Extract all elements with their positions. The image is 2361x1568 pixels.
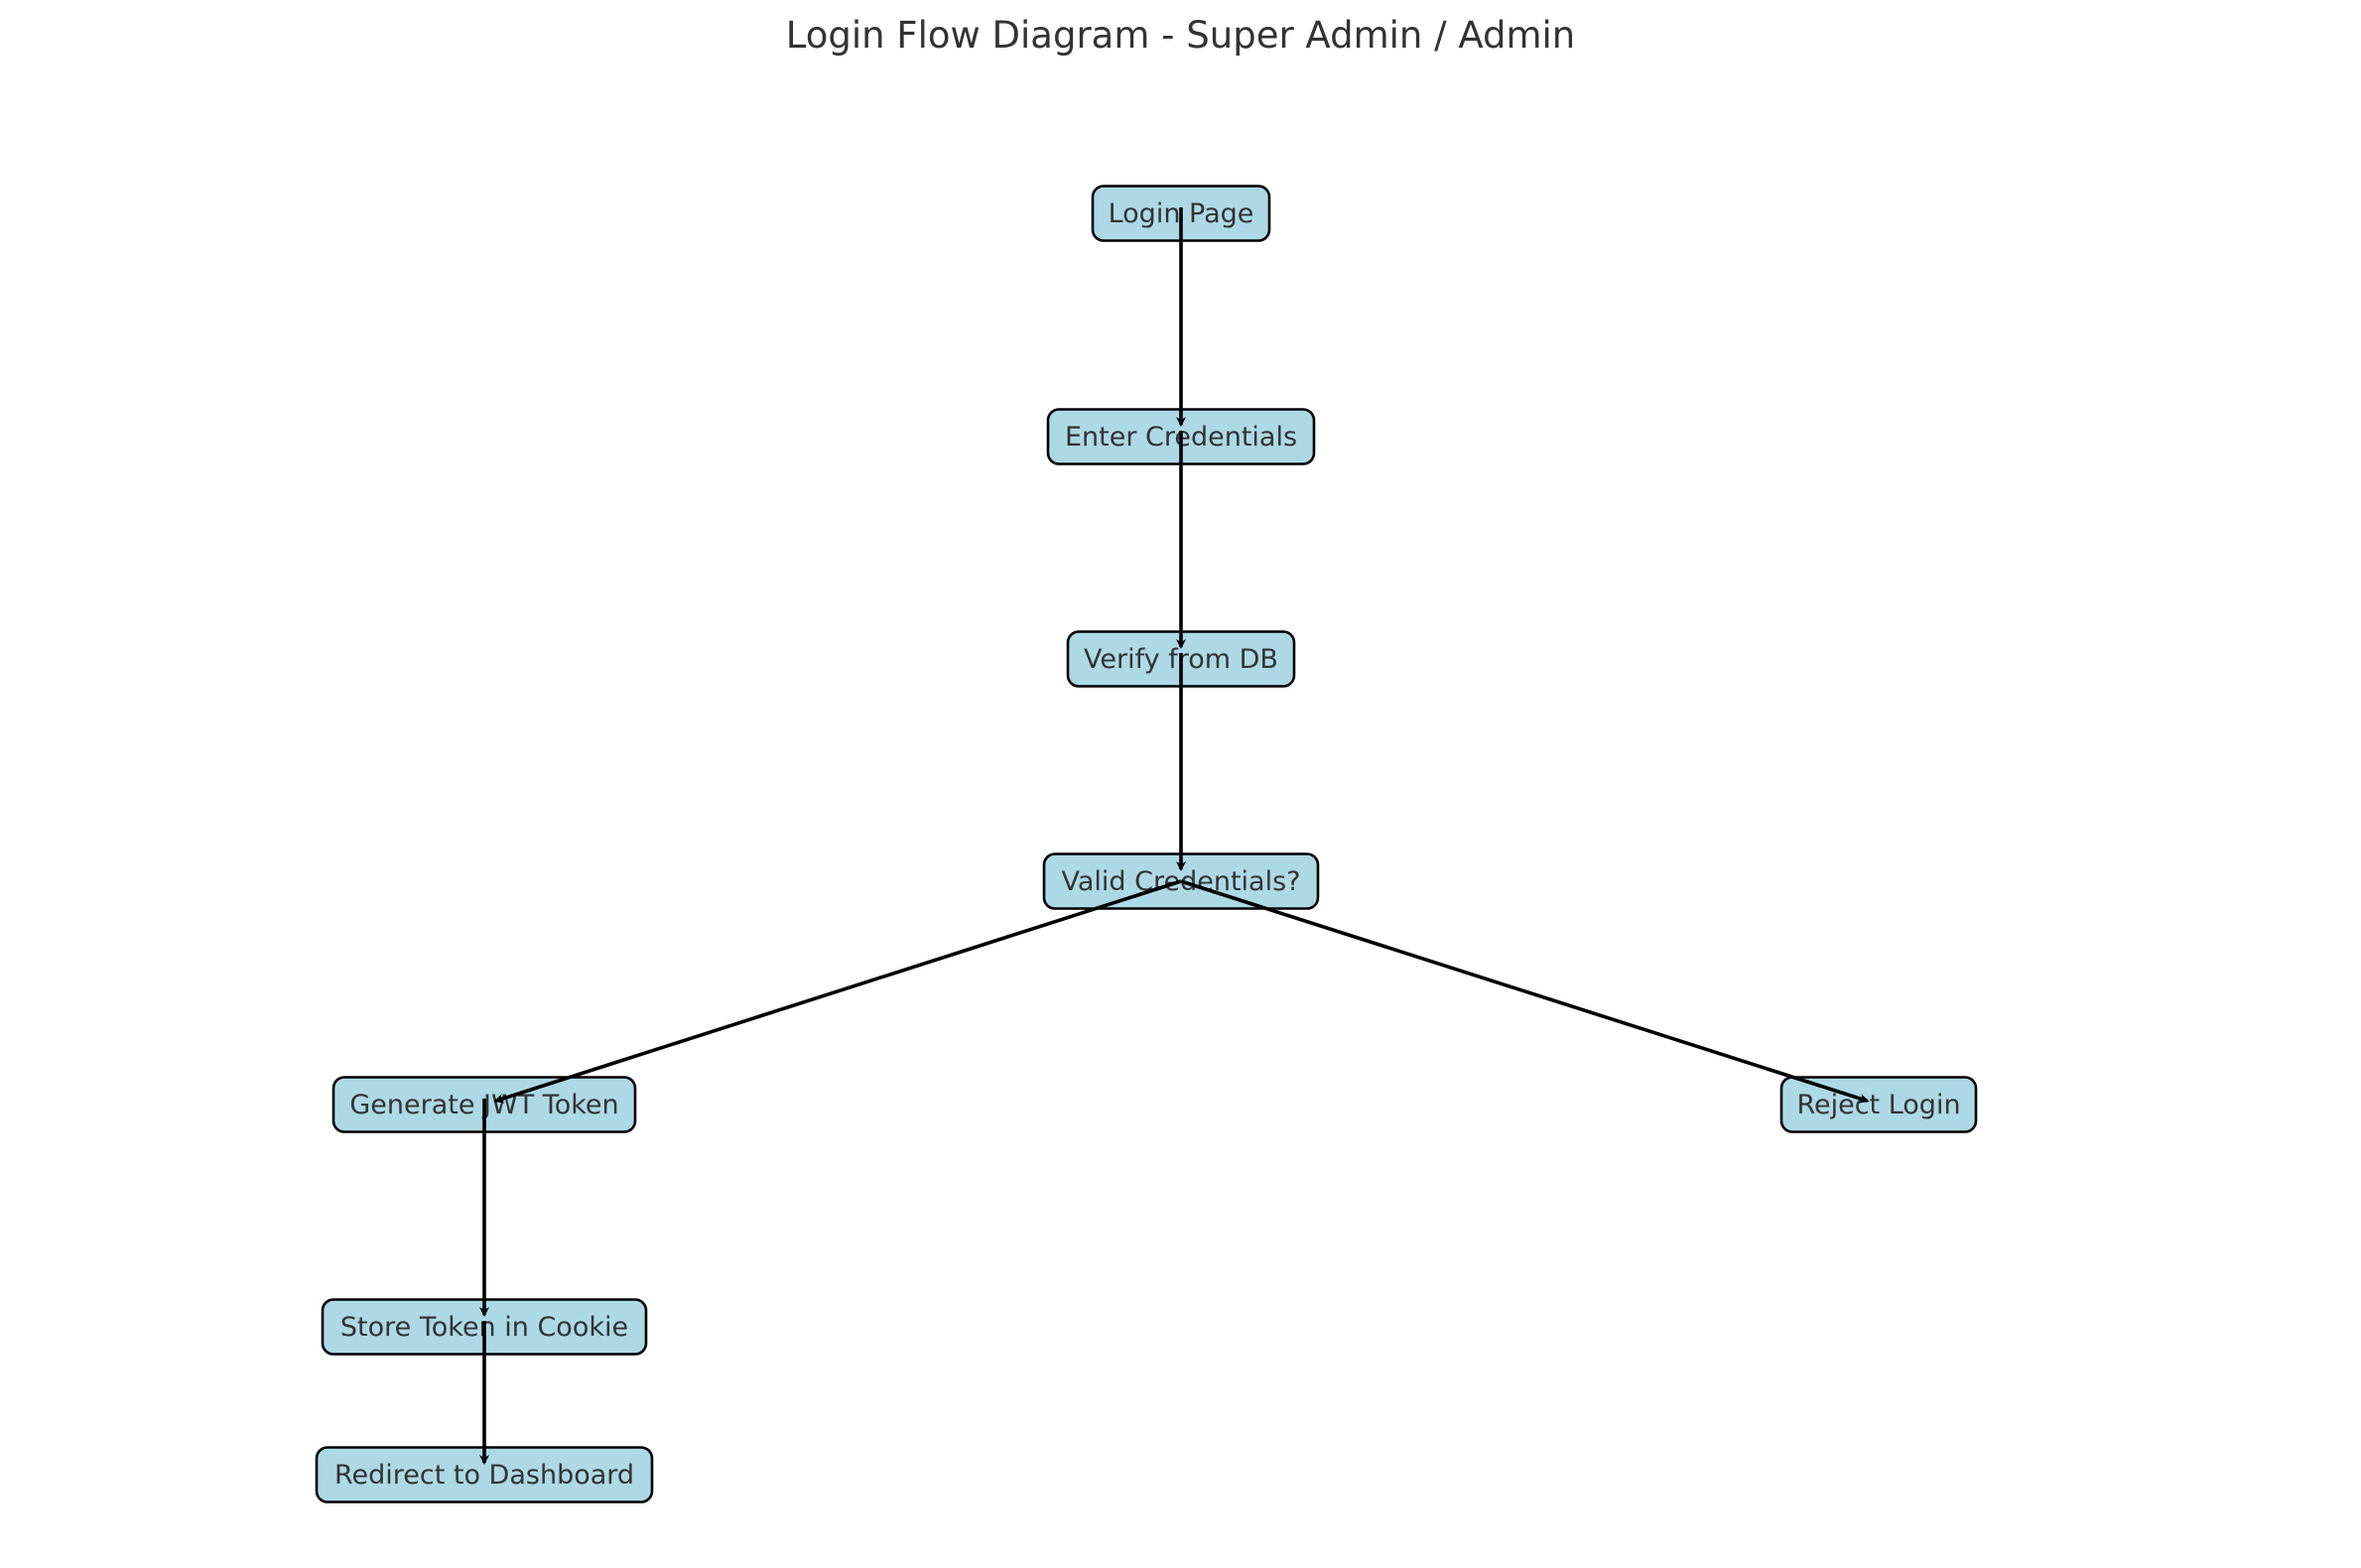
flow-node-redirect-dashboard: Redirect to Dashboard	[315, 1446, 654, 1503]
node-label: Reject Login	[1796, 1090, 1960, 1120]
diagram-title: Login Flow Diagram - Super Admin / Admin	[786, 14, 1576, 57]
edge-valid-credentials-to-generate-jwt	[493, 879, 1182, 1104]
flow-node-reject-login: Reject Login	[1779, 1076, 1978, 1133]
node-box	[1779, 1076, 1978, 1133]
edge-valid-credentials-to-reject-login	[1180, 879, 1870, 1104]
node-label: Redirect to Dashboard	[334, 1460, 634, 1491]
edges-layer	[479, 207, 1870, 1465]
